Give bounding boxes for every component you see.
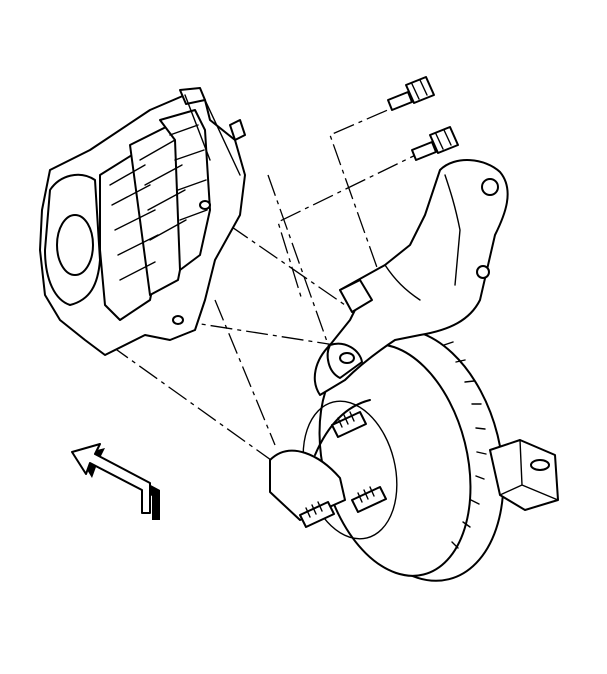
caliper-bolts bbox=[387, 76, 459, 161]
arrow-icon bbox=[71, 443, 160, 520]
bolt-icon bbox=[411, 126, 459, 161]
wheel-studs bbox=[299, 411, 387, 528]
stud-icon bbox=[331, 411, 367, 438]
stud-icon bbox=[351, 486, 387, 513]
bracket-hole bbox=[481, 178, 499, 196]
steering-knuckle bbox=[313, 159, 509, 396]
alignment-lines bbox=[109, 95, 431, 471]
brake-caliper bbox=[39, 87, 246, 356]
brake-rotor bbox=[269, 327, 505, 582]
bolt-icon bbox=[387, 76, 435, 111]
mounting-bracket bbox=[489, 439, 559, 511]
stud-icon bbox=[299, 501, 335, 528]
bracket-hole bbox=[476, 265, 490, 279]
